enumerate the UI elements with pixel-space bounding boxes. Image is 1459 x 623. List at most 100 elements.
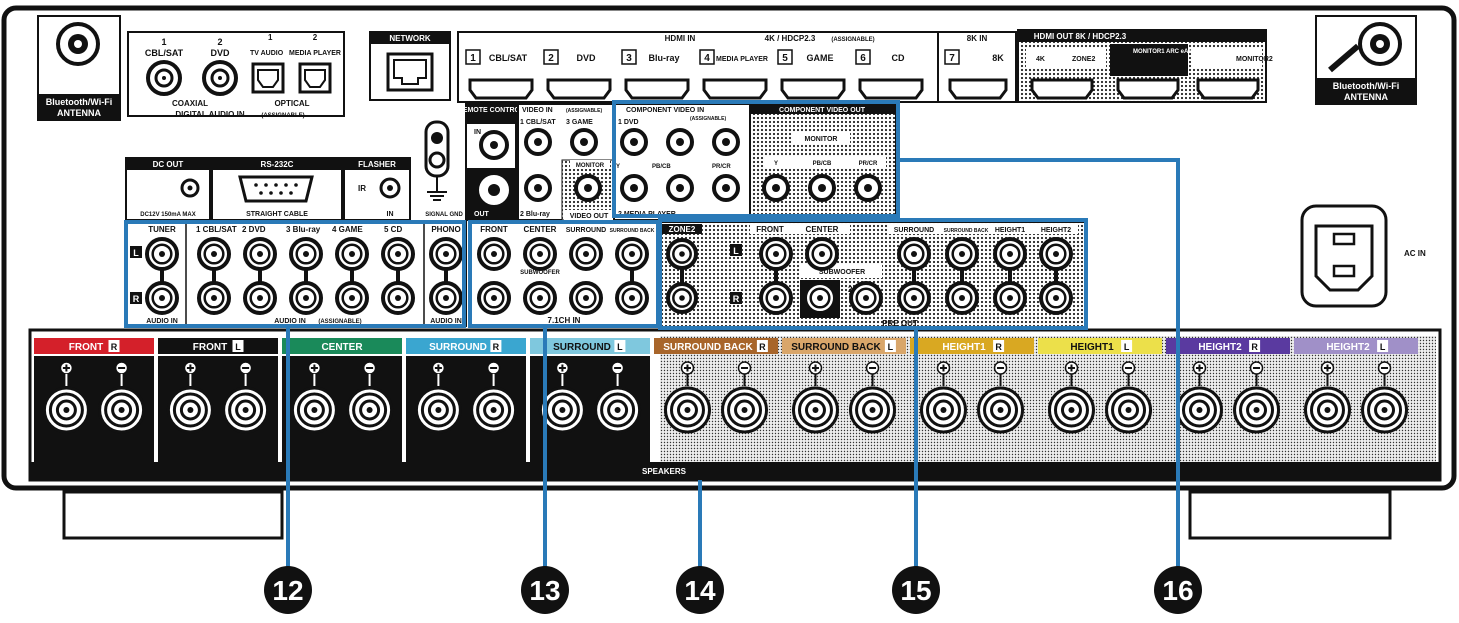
optical-port-icon[interactable] [298, 62, 332, 94]
plus-terminal-icon[interactable] [1303, 361, 1351, 434]
rca-jack-icon[interactable] [666, 174, 694, 202]
audio-in-jack-icon[interactable] [243, 281, 277, 315]
audio-in-jack-icon[interactable] [145, 237, 179, 271]
preout-jack-icon[interactable] [1039, 281, 1073, 315]
ch71-jack-icon[interactable] [523, 237, 557, 271]
audio-in-jack-icon[interactable] [197, 281, 231, 315]
speaker-name: HEIGHT2 [1326, 342, 1370, 353]
audio-in-jack-icon[interactable] [145, 281, 179, 315]
audio-in-jack-icon[interactable] [335, 281, 369, 315]
preout-jack-icon[interactable] [897, 237, 931, 271]
preout-jack-icon[interactable] [993, 281, 1027, 315]
preout-jack-icon[interactable] [945, 237, 979, 271]
hdmi-port-icon[interactable] [858, 78, 924, 100]
preout-jack-icon[interactable] [759, 237, 793, 271]
hdmi-port-icon[interactable] [1196, 78, 1260, 100]
rca-jack-icon[interactable] [574, 174, 602, 202]
speaker-color-band [782, 338, 906, 354]
preout-sub1-jack-icon[interactable] [803, 281, 837, 315]
plus-terminal-icon[interactable] [414, 361, 462, 434]
rca-jack-icon[interactable] [762, 174, 790, 202]
plus-terminal-icon[interactable] [919, 361, 967, 434]
minus-terminal-icon[interactable] [721, 361, 769, 434]
rca-jack-icon[interactable] [524, 174, 552, 202]
video-monitor-label: MONITOR [576, 163, 605, 169]
audio-in-jack-icon[interactable] [243, 237, 277, 271]
ch71-jack-icon[interactable] [615, 281, 649, 315]
hdmi-port-icon[interactable] [546, 78, 612, 100]
remote-out-jack-icon[interactable] [479, 175, 509, 205]
ethernet-port-icon[interactable] [386, 52, 434, 92]
preout-center-jack-icon[interactable] [805, 237, 839, 271]
audio-in-jack-icon[interactable] [197, 237, 231, 271]
ch71-jack-icon[interactable] [569, 281, 603, 315]
serial-port-icon[interactable] [238, 175, 314, 203]
plus-terminal-icon[interactable] [1047, 361, 1095, 434]
preout-jack-icon[interactable] [897, 281, 931, 315]
plus-terminal-icon[interactable] [1175, 361, 1223, 434]
preout-sub2-jack-icon[interactable] [849, 281, 883, 315]
minus-terminal-icon[interactable] [346, 361, 394, 434]
ch71-jack-icon[interactable] [523, 281, 557, 315]
coaxial-jack-icon[interactable] [202, 60, 238, 96]
ch71-jack-icon[interactable] [569, 237, 603, 271]
coaxial-jack-icon[interactable] [146, 60, 182, 96]
rca-jack-icon[interactable] [808, 174, 836, 202]
flasher-jack-icon[interactable] [379, 177, 401, 199]
rca-jack-icon[interactable] [570, 128, 598, 156]
plus-terminal-icon[interactable] [166, 361, 214, 434]
preout-jack-icon[interactable] [1039, 237, 1073, 271]
audio-in-jack-icon[interactable] [381, 281, 415, 315]
optical-port-icon[interactable] [251, 62, 285, 94]
plus-terminal-icon[interactable] [791, 361, 839, 434]
preout-jack-icon[interactable] [945, 281, 979, 315]
ch71-jack-icon[interactable] [615, 237, 649, 271]
plus-terminal-icon[interactable] [42, 361, 90, 434]
rca-jack-icon[interactable] [666, 128, 694, 156]
rca-jack-icon[interactable] [854, 174, 882, 202]
dc-jack-icon[interactable] [180, 178, 200, 198]
preout-zone2-jack-icon[interactable] [666, 238, 698, 270]
hdmi-port-icon[interactable] [948, 78, 1008, 100]
pre-out-surround-back: SURROUND BACK [944, 228, 989, 234]
minus-terminal-icon[interactable] [849, 361, 897, 434]
audio-in-jack-icon[interactable] [381, 237, 415, 271]
minus-terminal-icon[interactable] [594, 361, 642, 434]
rca-jack-icon[interactable] [524, 128, 552, 156]
minus-terminal-icon[interactable] [1233, 361, 1281, 434]
minus-terminal-icon[interactable] [222, 361, 270, 434]
plus-terminal-icon[interactable] [290, 361, 338, 434]
ch71-jack-icon[interactable] [477, 281, 511, 315]
antenna-right-line1: Bluetooth/Wi-Fi [1333, 81, 1399, 91]
rca-jack-icon[interactable] [620, 128, 648, 156]
hdmi-port-icon[interactable] [780, 78, 846, 100]
preout-zone2-jack-icon[interactable] [666, 282, 698, 314]
hdmi-port-icon[interactable] [702, 78, 768, 100]
audio-in-jack-icon[interactable] [335, 237, 369, 271]
speaker-side: R [995, 342, 1002, 352]
audio-in-jack-icon[interactable] [289, 281, 323, 315]
audio-in-jack-icon[interactable] [429, 281, 463, 315]
hdmi-port-icon[interactable] [624, 78, 690, 100]
minus-terminal-icon[interactable] [1361, 361, 1409, 434]
audio-in-jack-icon[interactable] [429, 237, 463, 271]
minus-terminal-icon[interactable] [470, 361, 518, 434]
preout-jack-icon[interactable] [993, 237, 1027, 271]
rca-jack-icon[interactable] [712, 128, 740, 156]
minus-terminal-icon[interactable] [977, 361, 1025, 434]
hdmi-port-icon[interactable] [1116, 78, 1180, 100]
minus-terminal-icon[interactable] [98, 361, 146, 434]
preout-jack-icon[interactable] [759, 281, 793, 315]
audio-in-jack-icon[interactable] [289, 237, 323, 271]
plus-terminal-icon[interactable] [663, 361, 711, 434]
ch71-jack-icon[interactable] [477, 237, 511, 271]
hdmi-port-icon[interactable] [468, 78, 534, 100]
remote-in-jack-icon[interactable] [479, 130, 509, 160]
ac-inlet-icon[interactable] [1314, 224, 1374, 292]
rca-jack-icon[interactable] [712, 174, 740, 202]
rca-jack-icon[interactable] [620, 174, 648, 202]
plus-terminal-icon[interactable] [538, 361, 586, 434]
hdmi-port-icon[interactable] [1030, 78, 1094, 100]
minus-terminal-icon[interactable] [1105, 361, 1153, 434]
